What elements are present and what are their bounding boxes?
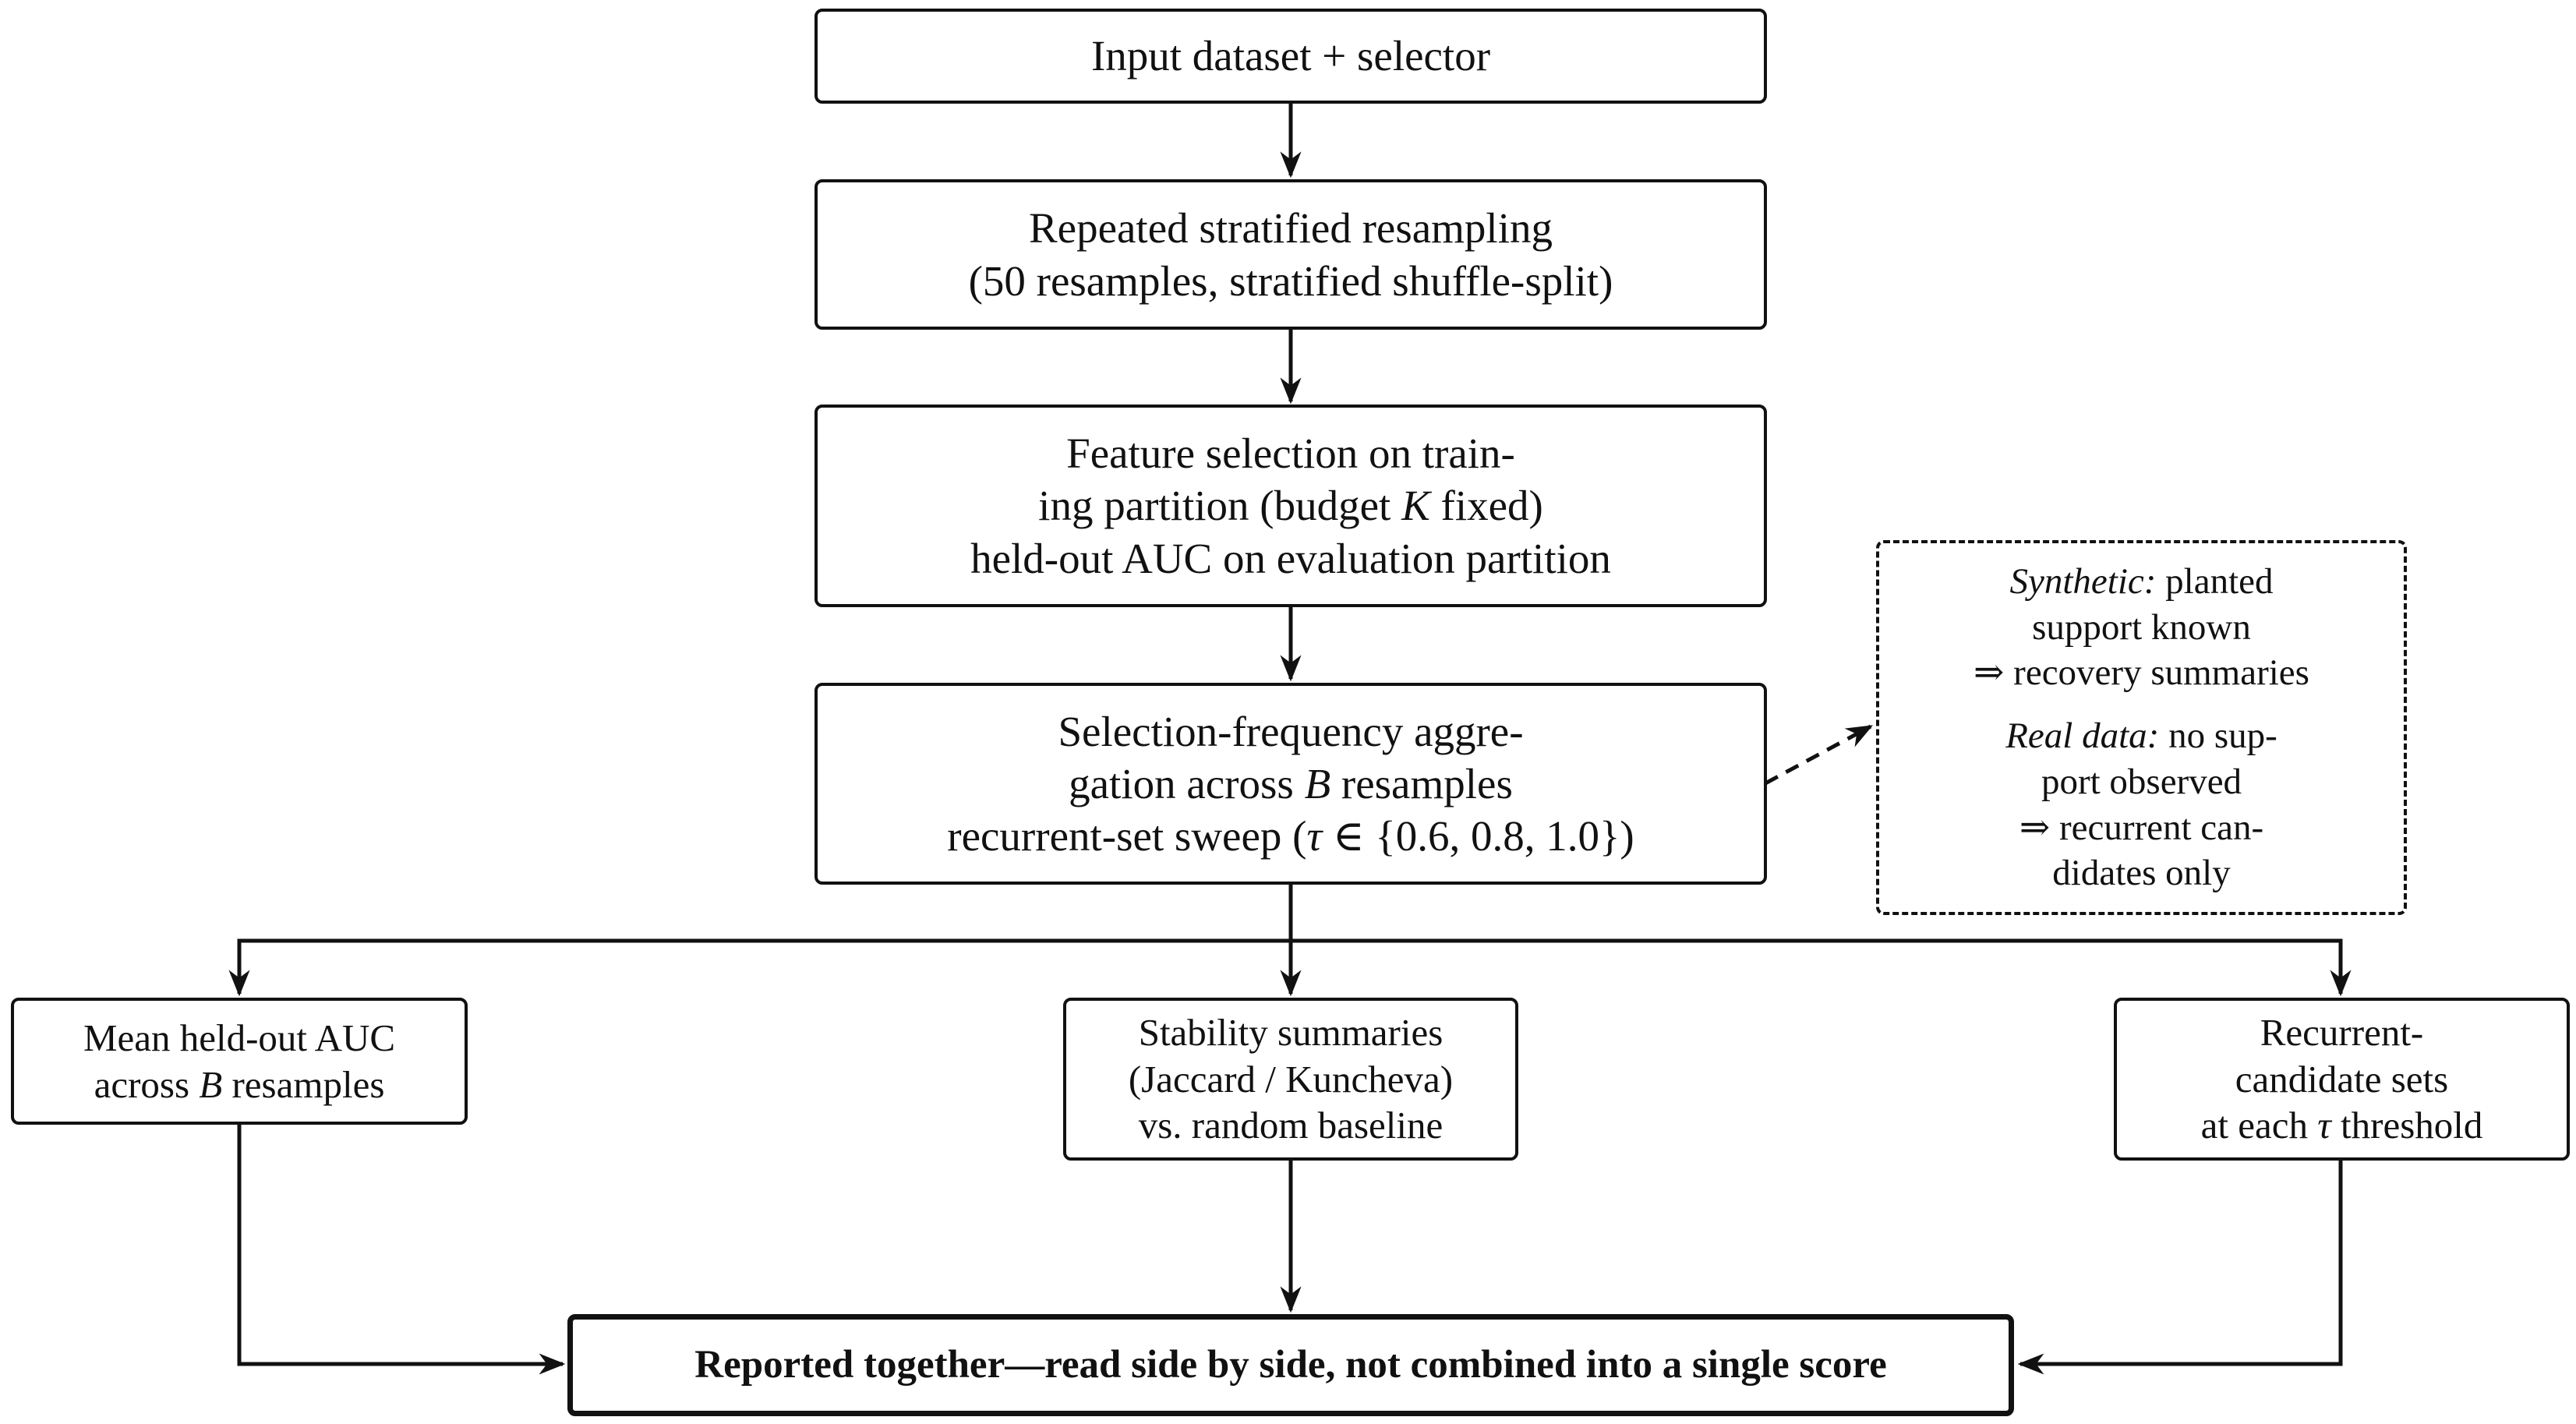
- node-recurrent-line3-text-a: at each: [2200, 1104, 2318, 1147]
- note-real-line3: ⇒ recurrent can-: [2019, 807, 2264, 848]
- node-selection-budget-var: K: [1401, 482, 1430, 530]
- node-aggregation-line2-text-a: gation across: [1069, 759, 1305, 807]
- edge-aggregation-to-recurrent: [1291, 938, 2352, 997]
- edge-recurrent-to-final: [2017, 1159, 2343, 1375]
- node-auc-line2: across B resamples: [94, 1062, 385, 1108]
- node-resampling: Repeated stratified resampling (50 resam…: [814, 179, 1767, 330]
- note-synthetic-vs-real: Synthetic: planted support known ⇒ recov…: [1876, 540, 2407, 915]
- node-aggregation-line2-text-c: resamples: [1330, 759, 1513, 807]
- node-mean-auc: Mean held-out AUC across B resamples: [11, 998, 468, 1125]
- node-stability: Stability summaries (Jaccard / Kuncheva)…: [1063, 998, 1518, 1161]
- node-aggregation-line3-text-a: recurrent-set sweep (: [947, 812, 1307, 860]
- node-selection-line3: held-out AUC on evaluation partition: [970, 534, 1611, 582]
- node-aggregation: Selection-frequency aggre- gation across…: [814, 683, 1767, 885]
- note-synthetic-label: Synthetic:: [2009, 560, 2157, 602]
- node-aggregation-tau-var: τ: [1306, 812, 1323, 860]
- edge-aggregation-to-note: [1764, 724, 1873, 786]
- node-auc-line2-text-b: resamples: [222, 1062, 385, 1106]
- note-synthetic-line2: support known: [2032, 606, 2251, 648]
- node-aggregation-line2: gation across B resamples: [1069, 758, 1513, 810]
- node-resampling-line1: Repeated stratified resampling: [1029, 204, 1553, 253]
- node-auc-line2-text-a: across: [94, 1062, 200, 1106]
- edge-auc-to-final: [237, 1123, 566, 1375]
- node-final-report: Reported together—read side by side, not…: [567, 1314, 2014, 1416]
- node-selection-line1: Feature selection on train-: [1066, 429, 1515, 478]
- node-aggregation-resamples-var: B: [1304, 759, 1331, 807]
- node-input-label: Input dataset + selector: [1090, 32, 1491, 80]
- node-final-label: Reported together—read side by side, not…: [694, 1343, 1887, 1387]
- node-stability-line3: vs. random baseline: [1138, 1104, 1443, 1147]
- node-recurrent-line2: candidate sets: [2235, 1057, 2449, 1101]
- node-aggregation-line3: recurrent-set sweep (τ ∈ {0.6, 0.8, 1.0}…: [947, 810, 1634, 862]
- node-resampling-line2: (50 resamples, stratified shuffle-split): [968, 256, 1613, 305]
- node-recurrent-tau-var: τ: [2317, 1104, 2331, 1147]
- note-synthetic-text1: planted: [2156, 560, 2274, 602]
- note-real-label: Real data:: [2005, 716, 2160, 757]
- node-aggregation-line1: Selection-frequency aggre-: [1058, 707, 1524, 755]
- node-recurrent-sets: Recurrent- candidate sets at each τ thre…: [2114, 998, 2570, 1161]
- note-synthetic-line1: Synthetic: planted: [2009, 559, 2273, 605]
- note-real-line1: Real data: no sup-: [2005, 713, 2277, 759]
- node-aggregation-line3-text-b: ∈ {0.6, 0.8, 1.0}): [1322, 812, 1634, 860]
- node-input: Input dataset + selector: [814, 9, 1767, 104]
- node-feature-selection: Feature selection on train- ing partitio…: [814, 405, 1767, 607]
- node-auc-resamples-var: B: [199, 1062, 223, 1106]
- note-real-line4: didates only: [2052, 853, 2231, 894]
- note-synthetic-line3: ⇒ recovery summaries: [1974, 652, 2309, 694]
- node-stability-line2: (Jaccard / Kuncheva): [1128, 1057, 1454, 1101]
- note-real-line2: port observed: [2041, 761, 2242, 802]
- node-selection-line2-text-a: ing partition (budget: [1038, 482, 1402, 530]
- note-real-text1: no sup-: [2159, 716, 2277, 757]
- edge-aggregation-to-auc: [228, 938, 1291, 997]
- node-stability-line1: Stability summaries: [1138, 1010, 1443, 1054]
- node-recurrent-line3-text-b: threshold: [2330, 1104, 2483, 1147]
- node-selection-line2: ing partition (budget K fixed): [1038, 479, 1543, 532]
- node-selection-line2-text-b: fixed): [1429, 482, 1543, 530]
- node-auc-line1: Mean held-out AUC: [83, 1016, 396, 1059]
- node-recurrent-line3: at each τ threshold: [2201, 1102, 2483, 1149]
- node-recurrent-line1: Recurrent-: [2260, 1010, 2424, 1054]
